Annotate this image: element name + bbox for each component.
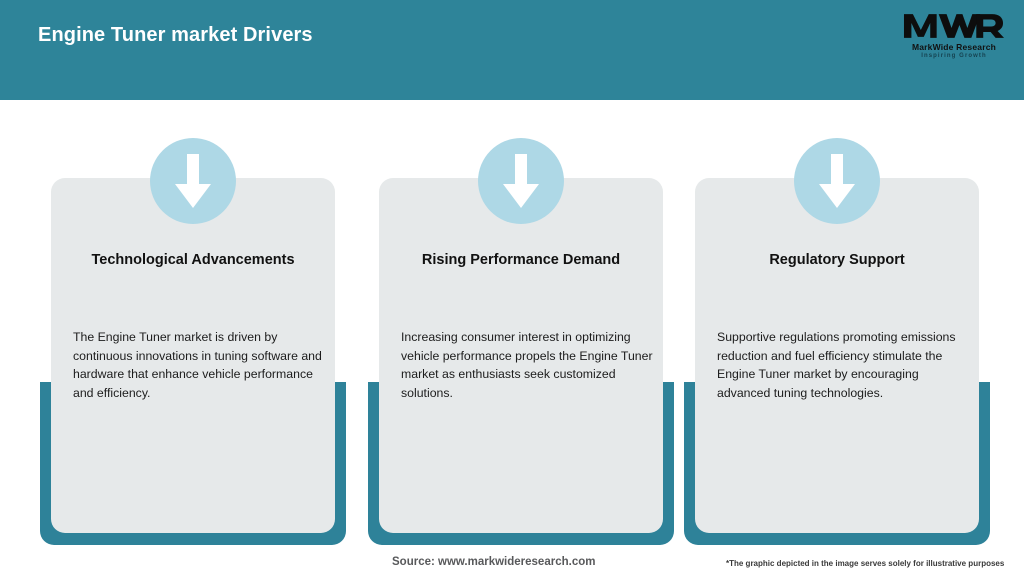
logo-tagline: Inspiring Growth xyxy=(921,53,987,59)
down-arrow-glyph xyxy=(503,154,539,208)
down-arrow-glyph xyxy=(819,154,855,208)
card-title: Rising Performance Demand xyxy=(421,252,621,268)
page-title: Engine Tuner market Drivers xyxy=(38,24,313,46)
drivers-card-group: Technological Advancements The Engine Tu… xyxy=(0,100,1024,546)
disclaimer-label: *The graphic depicted in the image serve… xyxy=(726,559,1005,568)
driver-card: Regulatory Support Supportive regulation… xyxy=(684,100,990,546)
card-panel xyxy=(695,178,979,533)
card-body-text: The Engine Tuner market is driven by con… xyxy=(73,330,322,400)
mwr-logo-icon xyxy=(903,14,1005,38)
driver-card: Rising Performance Demand Increasing con… xyxy=(368,100,674,546)
logo-company-name: MarkWide Research xyxy=(911,42,997,52)
card-panel xyxy=(379,178,663,533)
driver-card: Technological Advancements The Engine Tu… xyxy=(40,100,346,546)
card-body-text: Supportive regulations promoting emissio… xyxy=(717,330,956,400)
card-panel xyxy=(51,178,335,533)
card-title: Regulatory Support xyxy=(769,252,905,268)
source-label: Source: www.markwideresearch.com xyxy=(392,556,596,568)
down-arrow-icon xyxy=(150,138,236,224)
down-arrow-glyph xyxy=(175,154,211,208)
company-logo: MarkWide Research Inspiring Growth xyxy=(902,11,1006,63)
down-arrow-icon xyxy=(794,138,880,224)
card-body-text: Increasing consumer interest in optimizi… xyxy=(401,330,653,400)
card-title: Technological Advancements xyxy=(91,252,295,268)
down-arrow-icon xyxy=(478,138,564,224)
page-header: Engine Tuner market Drivers MarkWide Res… xyxy=(0,0,1024,100)
